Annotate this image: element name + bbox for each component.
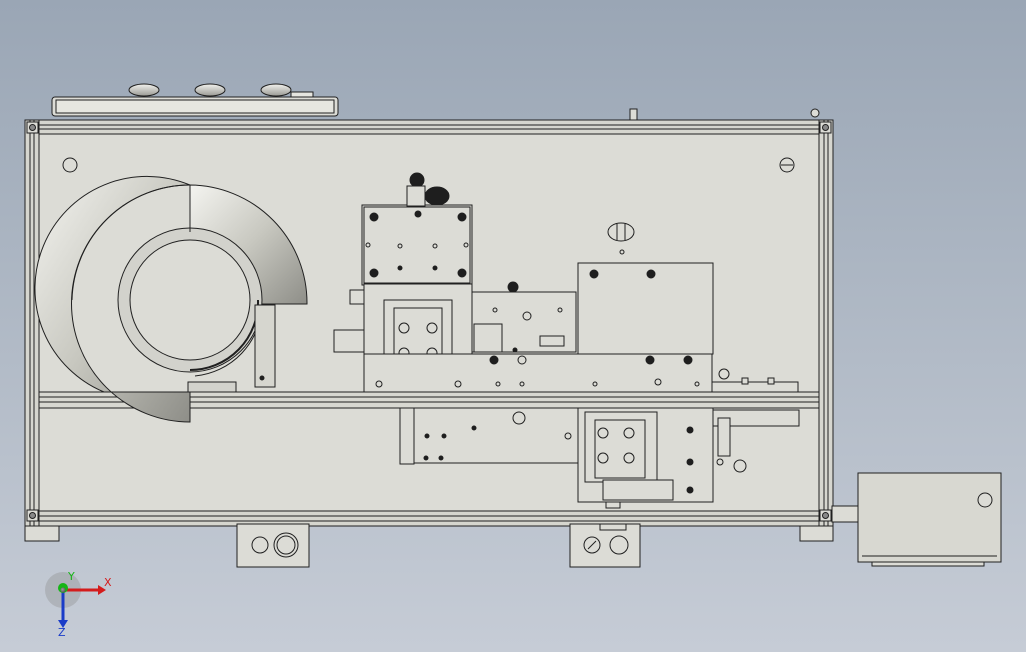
triad-z-label: Z bbox=[58, 626, 66, 639]
bottom-connector-right[interactable] bbox=[569, 523, 641, 568]
guide-assembly[interactable] bbox=[471, 222, 714, 355]
top-right-pin bbox=[810, 108, 820, 118]
axis-triad: X Y Z bbox=[45, 570, 112, 639]
top-pin bbox=[629, 108, 638, 121]
triad-x-label: X bbox=[104, 576, 112, 589]
lower-slide-assembly[interactable] bbox=[399, 407, 800, 509]
top-control-panel[interactable] bbox=[51, 83, 339, 117]
knob-3[interactable] bbox=[260, 83, 292, 97]
knob-1[interactable] bbox=[128, 83, 160, 97]
side-control-box[interactable] bbox=[831, 472, 1002, 567]
foot-left bbox=[24, 525, 60, 542]
feeder-head[interactable] bbox=[333, 172, 473, 371]
knob-2[interactable] bbox=[194, 83, 226, 97]
base-plate[interactable] bbox=[363, 353, 799, 393]
triad-y-label: Y bbox=[67, 570, 75, 583]
material-reel[interactable] bbox=[34, 175, 308, 423]
machine-assembly[interactable] bbox=[24, 83, 1002, 568]
bottom-connector-left[interactable] bbox=[236, 523, 310, 568]
foot-right bbox=[799, 525, 834, 542]
